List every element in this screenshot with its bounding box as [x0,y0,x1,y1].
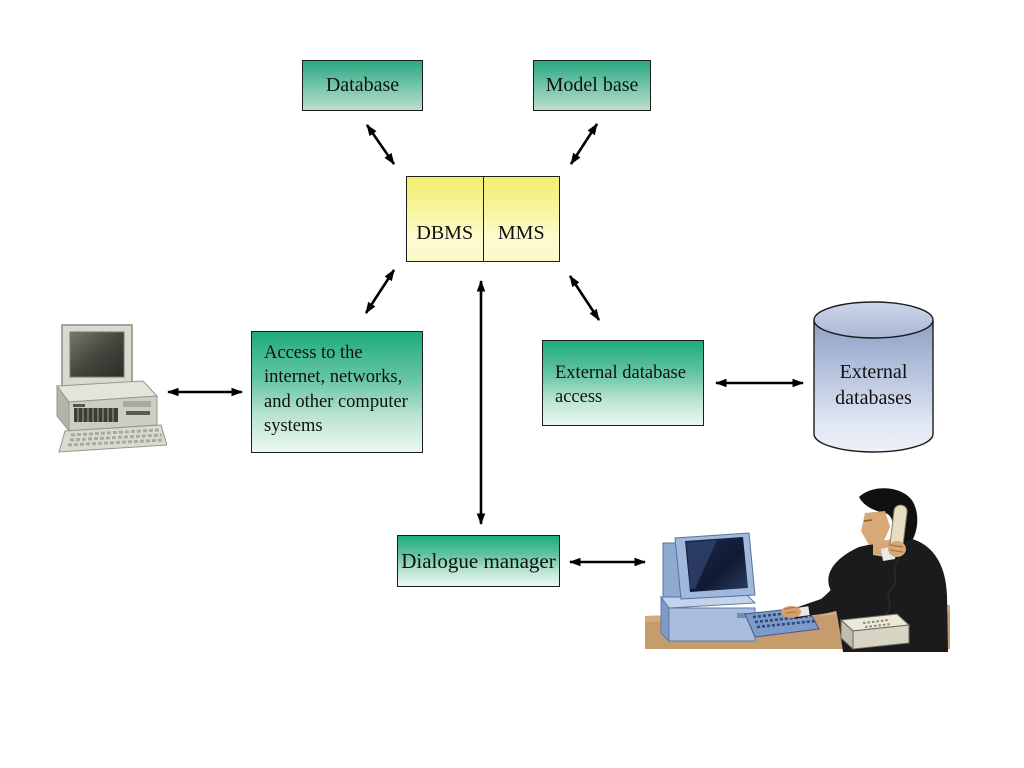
node-internet-access: Access to the internet, networks, and ot… [251,331,423,453]
arrow-dbms-internet-access [364,269,396,314]
node-internet-access-label: Access to the internet, networks, and ot… [264,343,408,437]
node-database-label: Database [325,74,400,96]
arrow-mms-external-db-access [568,275,601,321]
database-cylinder-icon [813,301,934,453]
user-on-phone-illustration [645,483,950,652]
node-external-db-access: External database access [542,340,704,426]
node-dialogue-manager: Dialogue manager [397,535,560,587]
telephone-icon [839,613,911,651]
node-model-base-label: Model base [545,74,639,96]
node-database: Database [302,60,423,111]
node-dialogue-manager-label: Dialogue manager [401,548,556,573]
arrow-database-dbms [365,124,396,165]
node-external-db-access-label: External database access [555,363,686,408]
node-dbms-mms: DBMS MMS [406,176,560,262]
cell-mms: MMS [497,221,545,244]
computer-case-icon [56,380,159,433]
node-model-base: Model base [533,60,651,111]
cylinder-external-databases: External databases [813,301,934,453]
cylinder-label: External databases [835,361,912,409]
desktop-computer-illustration [43,324,167,458]
office-computer-icon [660,532,757,643]
arrow-modelbase-mms [569,123,599,165]
keyboard-icon [58,424,167,453]
cell-dbms: DBMS [407,177,484,261]
